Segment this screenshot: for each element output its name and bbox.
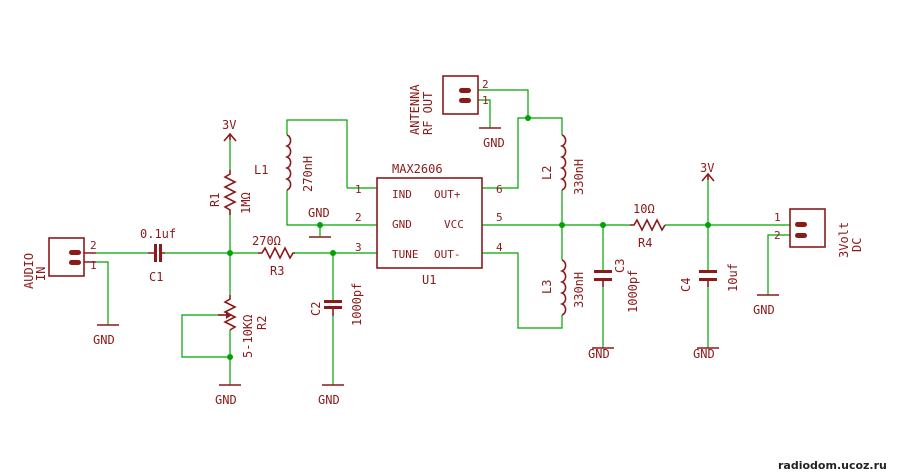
capacitor-c4: C4 10uf <box>679 263 740 292</box>
gnd-symbols: GND GND GND GND GND GND GND GND <box>93 127 779 407</box>
junction-node <box>227 354 233 360</box>
audio-connector: 2 1 AUDIO IN <box>22 237 97 289</box>
u1-pin4-num: 4 <box>496 241 503 254</box>
u1-pin1-label: IND <box>392 188 412 201</box>
u1-pin2-num: 2 <box>355 211 362 224</box>
l3-value: 330nH <box>572 272 586 308</box>
resistor-r1: R1 1MΩ <box>208 170 253 215</box>
audio-label-line1: AUDIO <box>22 253 36 289</box>
l3-name: L3 <box>540 280 554 294</box>
r1-name: R1 <box>208 193 222 207</box>
potentiometer-r2: 5-10KΩ R2 <box>218 295 269 358</box>
supply-3v-right: 3V <box>700 161 715 182</box>
dc-pin2-label: 2 <box>774 229 781 242</box>
inductor-l3: L3 330nH <box>540 259 586 316</box>
supply-3v-left-label: 3V <box>222 118 236 132</box>
resistor-r3: 270Ω R3 <box>252 234 295 278</box>
c4-value: 10uf <box>726 263 740 292</box>
capacitor-c3: C3 1000pf <box>594 259 640 313</box>
inductor-l2: L2 330nH <box>540 134 586 195</box>
r4-name: R4 <box>638 236 652 250</box>
gnd-chip-label: GND <box>308 206 330 220</box>
dc-label-line1: 3Volt <box>837 222 851 258</box>
c3-name: C3 <box>613 259 627 273</box>
inductor-l1: L1 270nH <box>254 134 315 192</box>
r2-value: 5-10KΩ <box>241 315 255 358</box>
u1-pin3-num: 3 <box>355 241 362 254</box>
l1-value: 270nH <box>301 156 315 192</box>
u1-pin6-num: 6 <box>496 183 503 196</box>
c4-name: C4 <box>679 278 693 292</box>
dc-pin1-label: 1 <box>774 211 781 224</box>
u1-pin4-label: OUT- <box>434 248 461 261</box>
u1-pin5-num: 5 <box>496 211 503 224</box>
l2-value: 330nH <box>572 159 586 195</box>
u1-pin6-label: OUT+ <box>434 188 461 201</box>
gnd-antenna-label: GND <box>483 136 505 150</box>
r3-value: 270Ω <box>252 234 281 248</box>
junction-node <box>559 222 565 228</box>
antenna-label-line2: RF OUT <box>421 92 435 135</box>
junction-node <box>227 250 233 256</box>
c3-value: 1000pf <box>626 270 640 313</box>
r2-name: R2 <box>255 316 269 330</box>
junction-node <box>600 222 606 228</box>
l2-name: L2 <box>540 166 554 180</box>
r4-value: 10Ω <box>633 202 655 216</box>
gnd-c3-label: GND <box>588 347 610 361</box>
u1-pin3-label: TUNE <box>392 248 419 261</box>
audio-pin1-label: 1 <box>90 259 97 272</box>
u1-part: MAX2606 <box>392 162 443 176</box>
ic-u1-max2606: MAX2606 U1 IND GND TUNE OUT+ VCC OUT- 1 … <box>355 162 503 287</box>
u1-pin5-label: VCC <box>444 218 464 231</box>
c1-value: 0.1uf <box>140 227 176 241</box>
resistor-r4: 10Ω R4 <box>630 202 666 250</box>
gnd-audio-label: GND <box>93 333 115 347</box>
gnd-dc-label: GND <box>753 303 775 317</box>
junction-node <box>317 222 323 228</box>
capacitor-c2: C2 1000pf <box>309 283 364 326</box>
c2-name: C2 <box>309 302 323 316</box>
r3-name: R3 <box>270 264 284 278</box>
u1-name: U1 <box>422 273 436 287</box>
c1-name: C1 <box>149 270 163 284</box>
u1-pin1-num: 1 <box>355 183 362 196</box>
gnd-c4-label: GND <box>693 347 715 361</box>
supply-3v-right-label: 3V <box>700 161 714 175</box>
junction-node <box>705 222 711 228</box>
junction-node <box>330 250 336 256</box>
c2-value: 1000pf <box>350 283 364 326</box>
u1-pin2-label: GND <box>392 218 412 231</box>
site-watermark: radiodom.ucoz.ru <box>778 459 887 472</box>
audio-label-line2: IN <box>34 267 48 281</box>
audio-pin2-label: 2 <box>90 239 97 252</box>
junction-nodes <box>227 115 711 360</box>
antenna-pin1-label: 1 <box>482 94 489 107</box>
gnd-c2-label: GND <box>318 393 340 407</box>
junction-node <box>525 115 531 121</box>
capacitor-c1: 0.1uf C1 <box>140 227 176 284</box>
l1-name: L1 <box>254 163 268 177</box>
antenna-pin2-label: 2 <box>482 78 489 91</box>
dc-label-line2: DC <box>850 238 864 252</box>
r1-value: 1MΩ <box>239 192 253 214</box>
dc-connector: 1 2 3Volt DC <box>774 208 864 258</box>
supply-3v-left: 3V <box>222 118 237 142</box>
antenna-connector: 2 1 ANTENNA RF OUT <box>408 75 489 135</box>
antenna-label-line1: ANTENNA <box>408 84 422 135</box>
gnd-r2-label: GND <box>215 393 237 407</box>
